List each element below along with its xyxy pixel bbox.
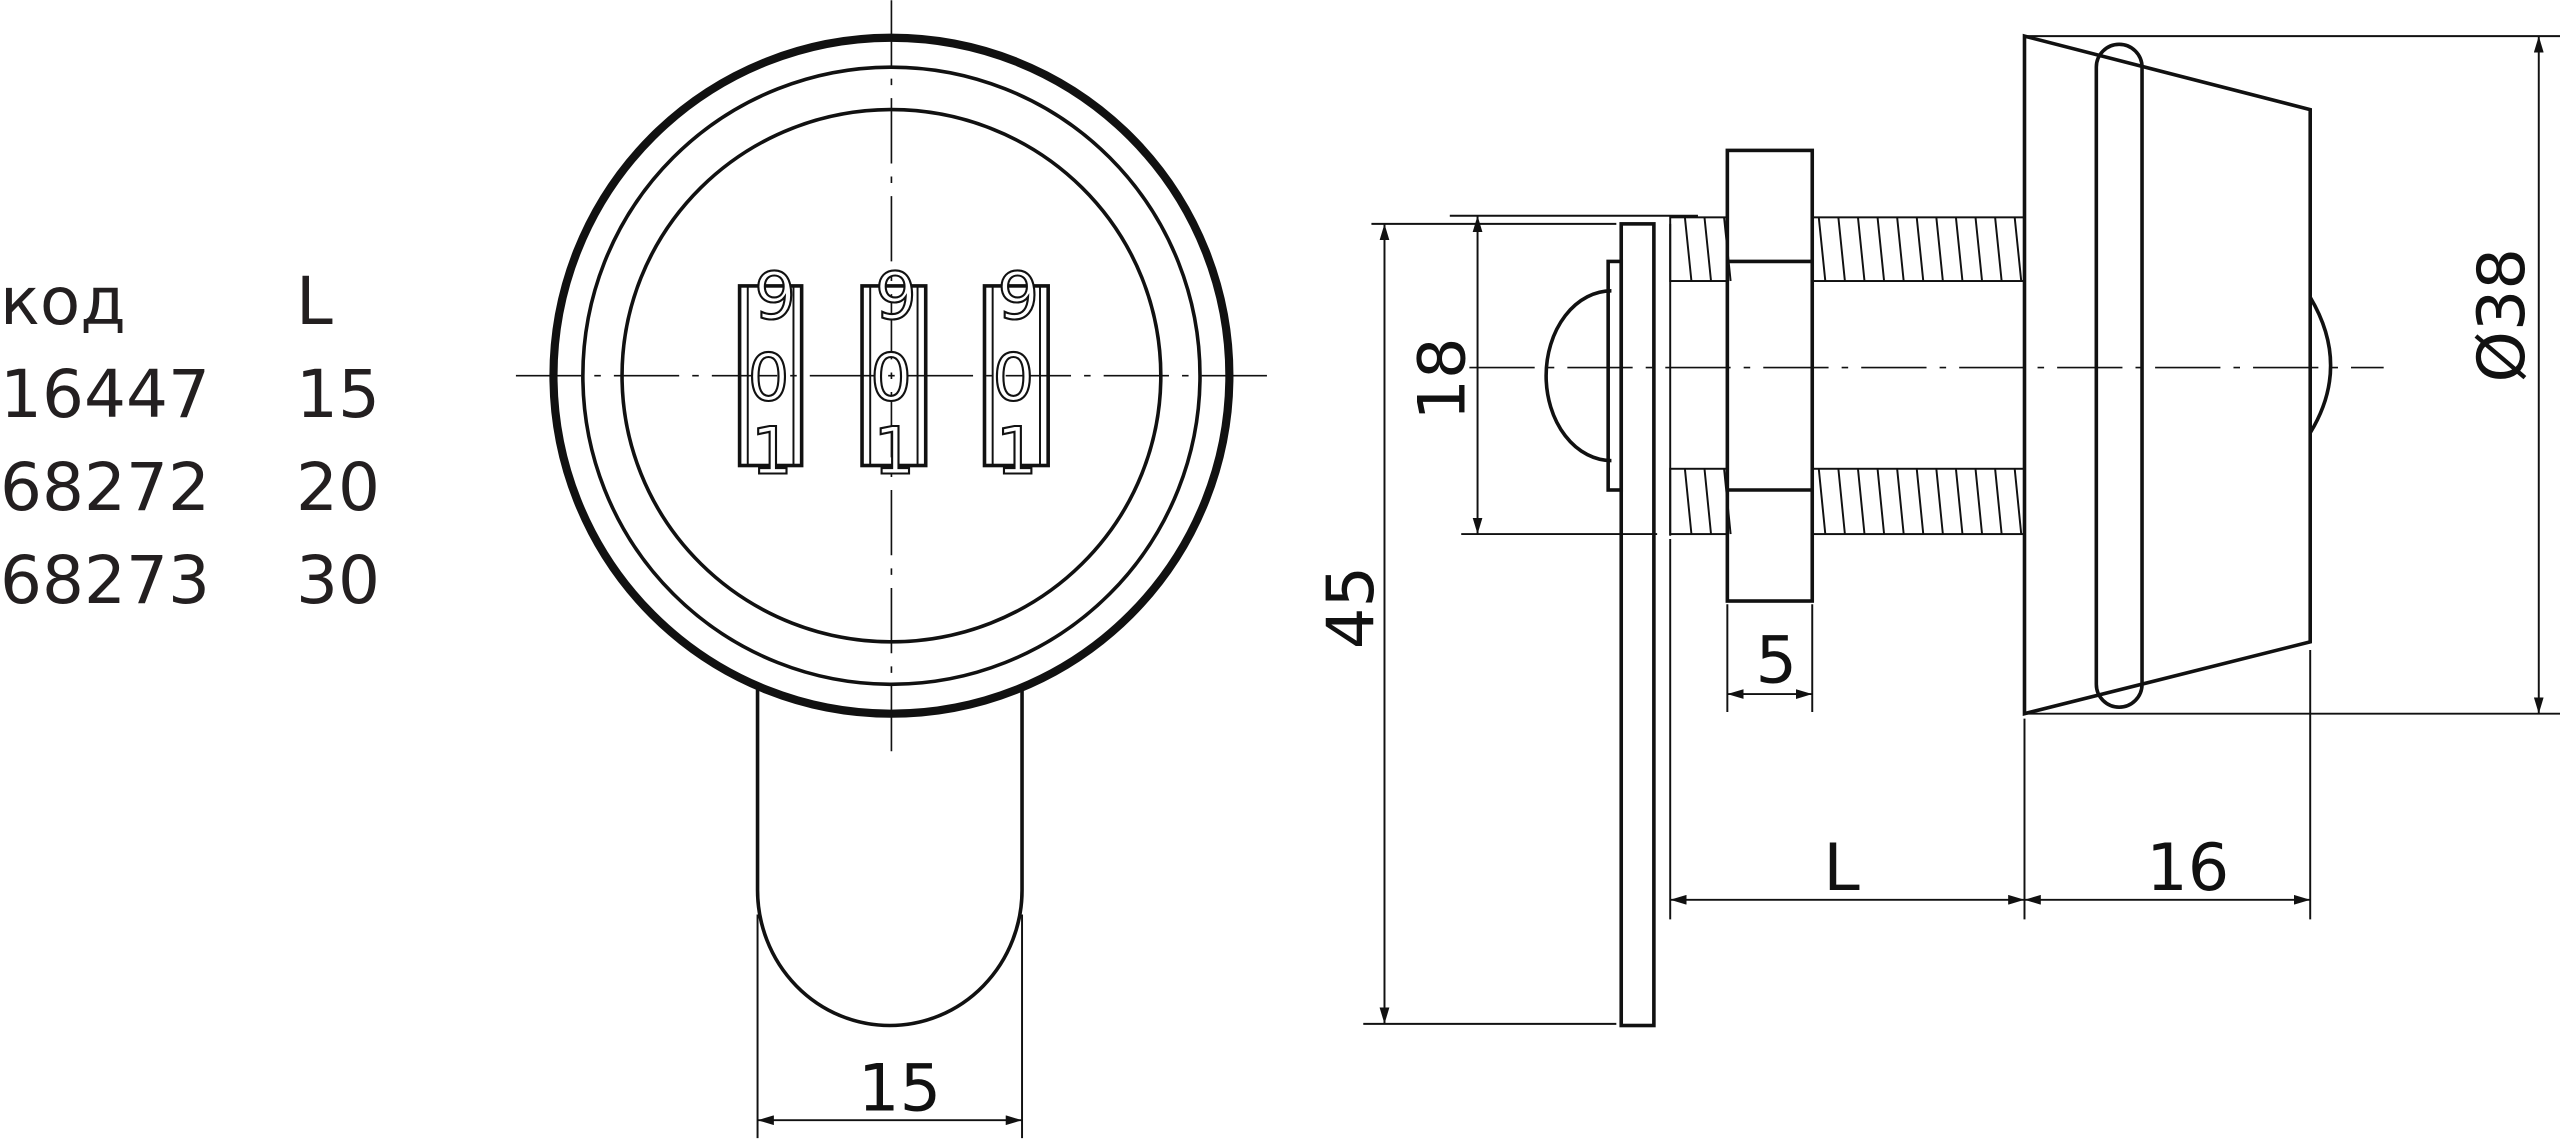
dim-label: L: [1823, 830, 1860, 906]
front-dome: [2308, 296, 2333, 434]
cam-outline: [755, 685, 1024, 1028]
dim-plate-height: 45: [1313, 222, 1617, 1025]
dial-digit: 1: [873, 414, 915, 490]
cell-length: 30: [296, 542, 380, 619]
header-length: L: [296, 263, 333, 340]
dim-label: Ø38: [2464, 248, 2540, 382]
table-row: 68273 30: [0, 534, 380, 627]
dial-digit: 0: [993, 340, 1035, 416]
mounting-plate: [1619, 222, 1656, 1028]
dial-digit: 9: [754, 259, 796, 335]
middle-ring: [581, 65, 1202, 687]
dim-length: L: [1669, 538, 2026, 920]
cell-length: 20: [296, 449, 380, 526]
thread-bottom: [1669, 467, 2026, 536]
side-view: 18 45 5 L 16 Ø38: [1313, 33, 2560, 1028]
cell-code: 68272: [0, 449, 210, 526]
dim-label: 18: [1404, 337, 1480, 420]
dial-digit: 1: [751, 414, 793, 490]
dial-digit: 0: [870, 340, 912, 416]
dial-1: 9 0 1: [737, 258, 804, 491]
dim-thread-height: 18: [1404, 214, 1698, 536]
dim-nut-thickness: 5: [1726, 604, 1814, 713]
dial-3: 9 0 1: [982, 258, 1050, 491]
dial-digit: 9: [998, 259, 1040, 335]
code-length-table: код L 16447 15 68272 20 68273 30: [0, 255, 380, 627]
table-row: 16447 15: [0, 348, 380, 441]
lock-body: [2022, 33, 2312, 716]
cell-length: 15: [296, 356, 380, 433]
front-view: 9 0 1 9 0 1 9 0 1 15: [515, 0, 1267, 1139]
table-row: 68272 20: [0, 441, 380, 534]
dim-label: 16: [2146, 830, 2229, 906]
rear-dome: [1544, 289, 1612, 463]
dim-label: 15: [858, 1050, 941, 1126]
dim-label: 5: [1756, 623, 1798, 699]
dim-cam-width: 15: [756, 914, 1024, 1139]
table-header: код L: [0, 255, 380, 348]
dial-ring: [2094, 42, 2144, 709]
dial-digit: 1: [996, 414, 1038, 490]
nut: [1725, 148, 1815, 603]
cell-code: 68273: [0, 542, 210, 619]
dim-diameter: Ø38: [2024, 35, 2560, 715]
cell-code: 16447: [0, 356, 210, 433]
dial-digit: 0: [748, 340, 790, 416]
thread-top: [1669, 216, 2026, 282]
dial-2: 9 0 1: [860, 258, 928, 491]
dim-body-length: 16: [2024, 650, 2312, 920]
dial-digit: 9: [875, 259, 917, 335]
dim-label: 45: [1313, 566, 1389, 649]
header-code: код: [0, 263, 126, 340]
